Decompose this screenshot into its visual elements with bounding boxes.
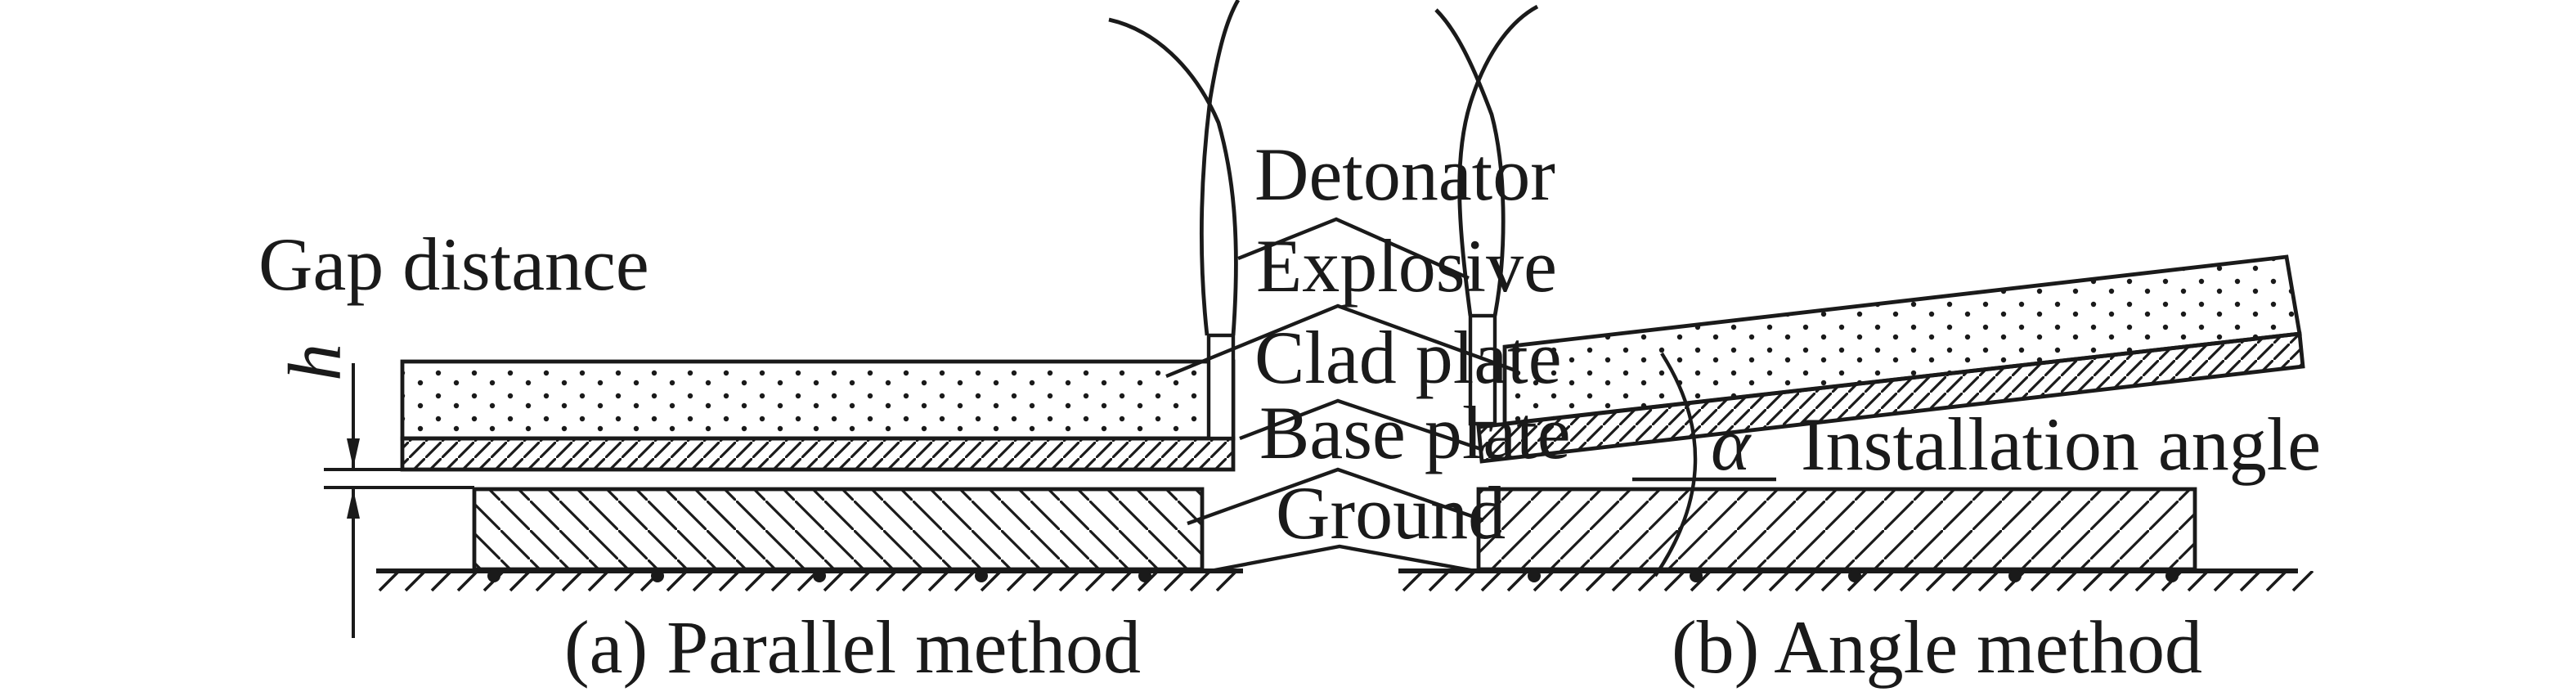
detonator-b — [1434, 4, 1539, 426]
ground-a — [376, 568, 1243, 592]
base-plate-label: Base plate — [1259, 391, 1571, 474]
leader-lines — [1165, 217, 1519, 573]
ground-b — [1398, 568, 2314, 592]
installation-angle-label: Installation angle — [1801, 402, 2321, 486]
detonator-label: Detonator — [1254, 133, 1555, 216]
gap-dimension — [324, 363, 474, 638]
explosive-layer-a — [400, 359, 1236, 441]
base-plate-b — [1476, 487, 2197, 572]
explosive-label: Explosive — [1256, 224, 1557, 308]
gap-distance-label: Gap distance — [258, 222, 649, 306]
clad-plate-a — [400, 436, 1236, 472]
ground-label: Ground — [1276, 471, 1506, 555]
base-plate-a — [472, 487, 1205, 572]
clad-plate-label: Clad plate — [1254, 316, 1562, 399]
angle-method — [1398, 4, 2314, 592]
h-symbol: h — [273, 344, 357, 381]
parallel-method — [324, 0, 1243, 638]
installation-angle-marker — [1632, 352, 1776, 577]
alpha-symbol: α — [1711, 402, 1752, 486]
caption-angle-method: (b) Angle method — [1672, 605, 2202, 689]
caption-parallel-method: (a) Parallel method — [564, 605, 1141, 689]
detonator-a — [1108, 0, 1241, 441]
